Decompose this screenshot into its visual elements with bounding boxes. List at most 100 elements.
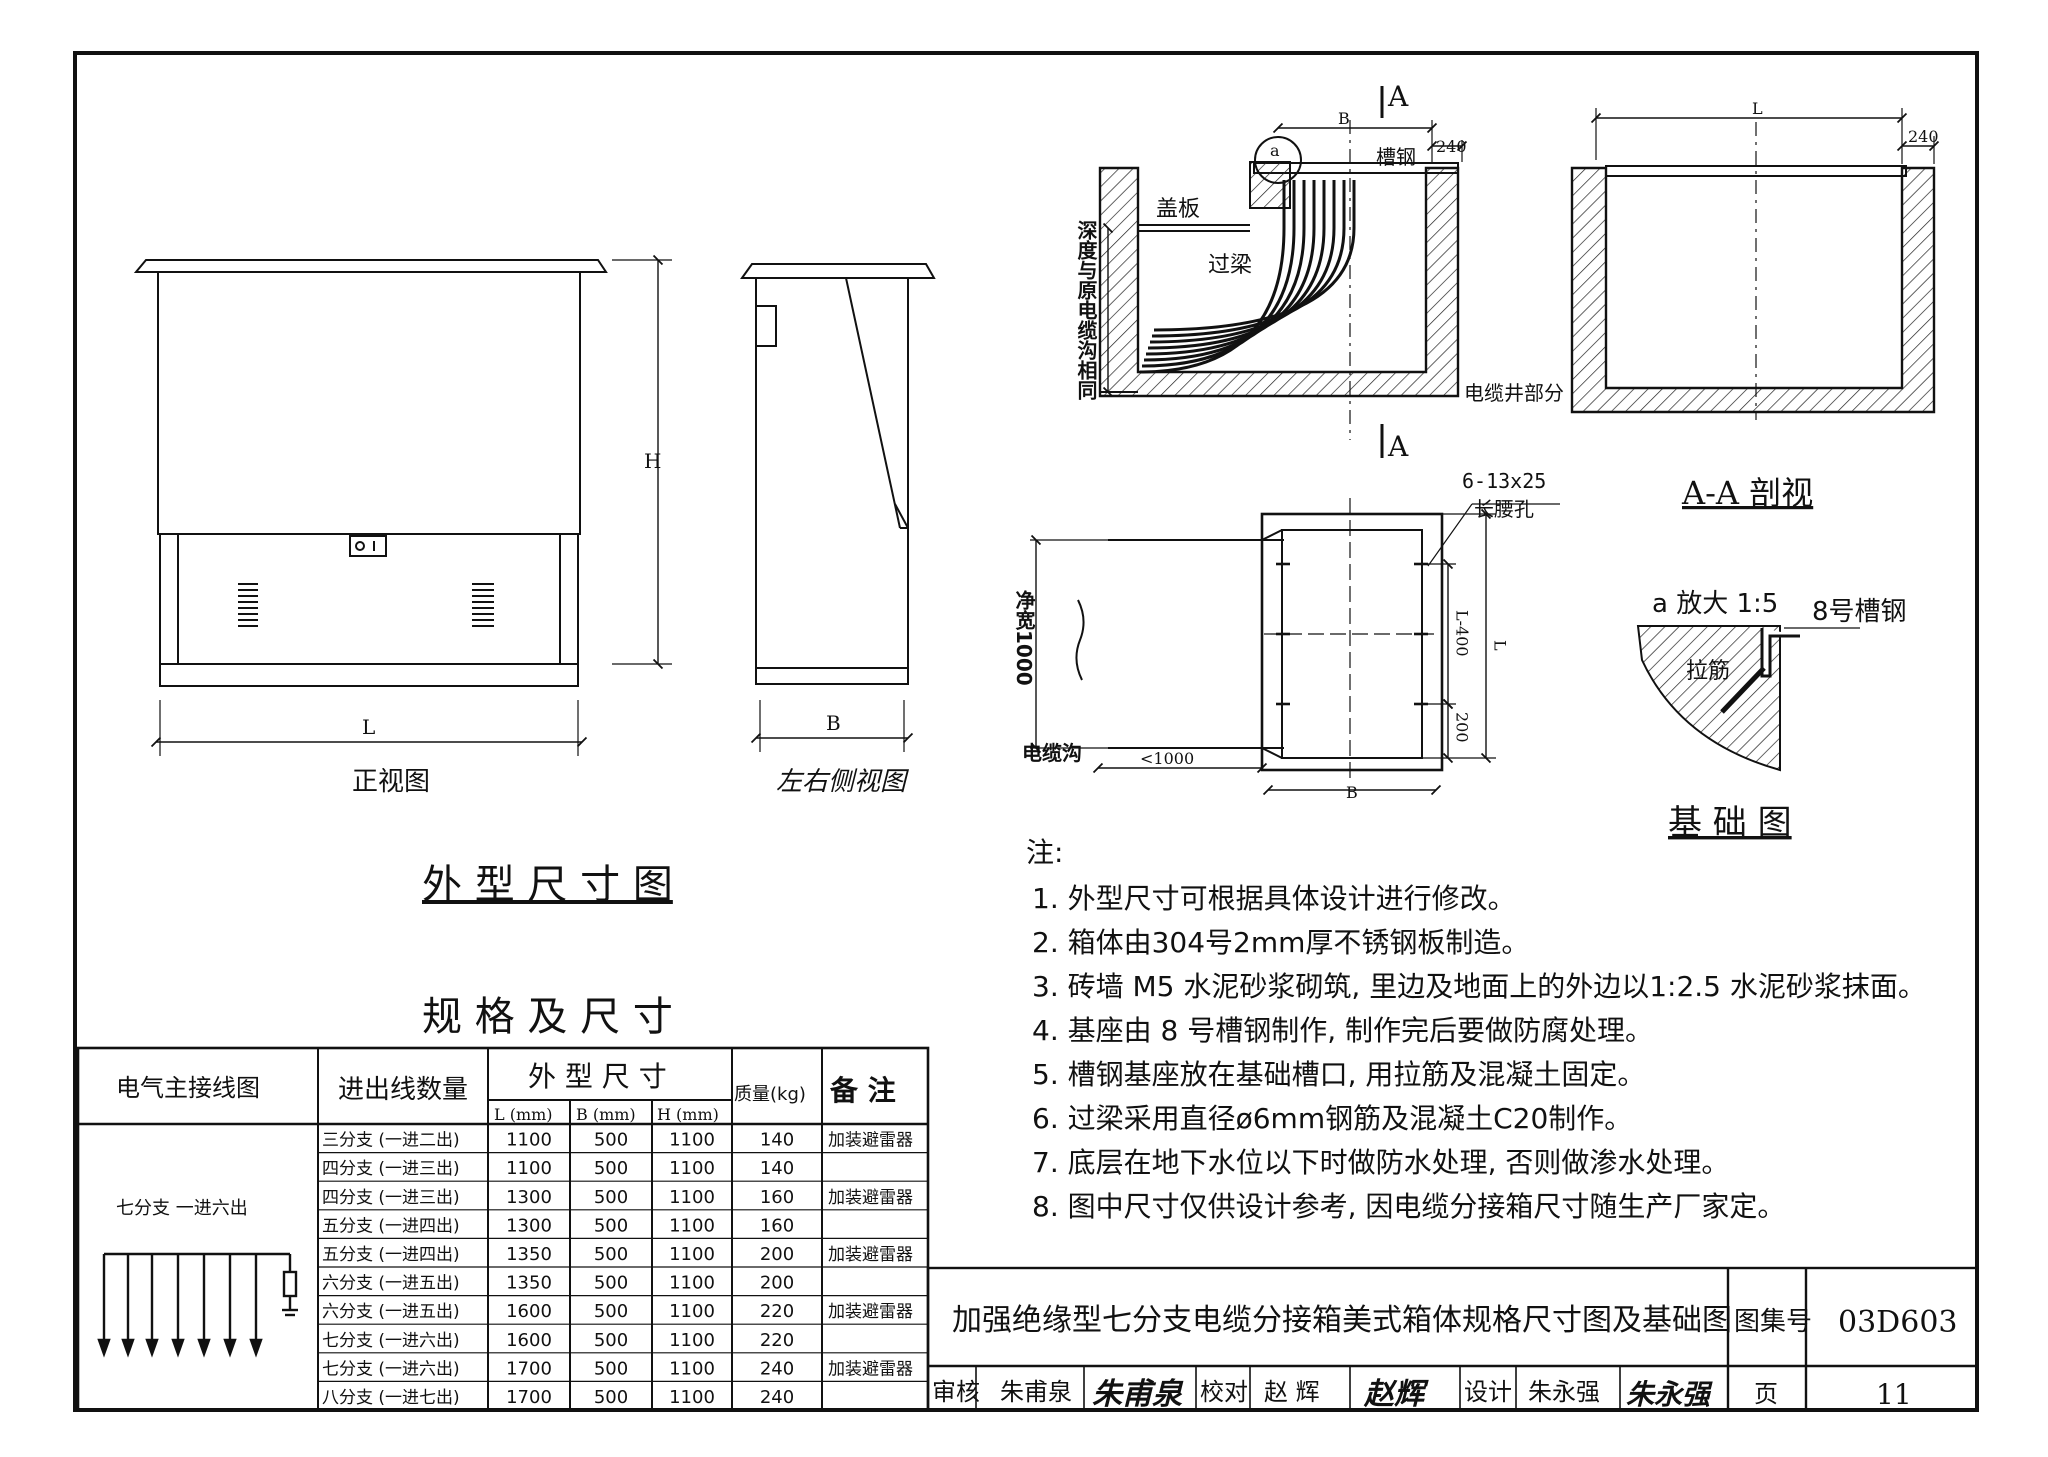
spec-cell-h: 1100 bbox=[669, 1358, 715, 1379]
section-view-beam-label: 过梁 bbox=[1208, 253, 1252, 278]
spec-table-title: 规 格 及 尺 寸 bbox=[422, 994, 673, 1040]
plan-view-holes-label: 6-13x25 bbox=[1462, 469, 1546, 493]
spec-cell-l: 1600 bbox=[506, 1330, 552, 1351]
spec-header-remark: 备 注 bbox=[829, 1074, 896, 1107]
detail-view-rebar-label: 拉筋 bbox=[1686, 659, 1730, 684]
title-block-atlas-label: 图集号 bbox=[1734, 1307, 1812, 1337]
section-view bbox=[1098, 86, 1468, 458]
spec-cell-l: 1600 bbox=[506, 1301, 552, 1322]
plan-view-b-label: B bbox=[1346, 783, 1358, 802]
spec-cell-h: 1100 bbox=[669, 1130, 715, 1151]
aa-view-240-label: 240 bbox=[1908, 127, 1939, 146]
spec-header-wiring: 电气主接线图 bbox=[116, 1074, 260, 1102]
title-block-review-name: 朱甫泉 bbox=[1000, 1378, 1072, 1406]
plan-view-well bbox=[1260, 512, 1444, 772]
section-view-240-label: 240 bbox=[1436, 137, 1467, 156]
front-view-caption: 正视图 bbox=[352, 767, 430, 797]
title-block-check-signature: 赵辉 bbox=[1363, 1377, 1429, 1412]
front-view-lock bbox=[349, 535, 387, 557]
note-item: 1. 外型尺寸可根据具体设计进行修改。 bbox=[1032, 882, 1516, 915]
spec-cell-remark: 加装避雷器 bbox=[828, 1188, 913, 1208]
spec-cell-count: 七分支 (一进六出) bbox=[322, 1359, 460, 1379]
title-block-review-signature: 朱甫泉 bbox=[1092, 1377, 1184, 1412]
spec-cell-l: 1100 bbox=[506, 1158, 552, 1179]
note-item: 8. 图中尺寸仅供设计参考, 因电缆分接箱尺寸随生产厂家定。 bbox=[1032, 1190, 1785, 1223]
title-block-title: 加强绝缘型七分支电缆分接箱美式箱体规格尺寸图及基础图 bbox=[952, 1303, 1732, 1338]
spec-cell-b: 500 bbox=[594, 1301, 628, 1322]
spec-cell-mass: 220 bbox=[760, 1330, 794, 1351]
section-view-cables bbox=[1139, 180, 1356, 374]
section-view-detail-circle bbox=[1254, 136, 1302, 184]
note-item: 6. 过梁采用直径ø6mm钢筋及混凝土C20制作。 bbox=[1032, 1102, 1632, 1135]
spec-cell-mass: 220 bbox=[760, 1301, 794, 1322]
plan-view bbox=[1030, 498, 1560, 796]
detail-view bbox=[1636, 625, 1860, 772]
front-view-vent-right bbox=[472, 583, 494, 627]
detail-view-caption: 基 础 图 bbox=[1668, 803, 1792, 843]
note-item: 4. 基座由 8 号槽钢制作, 制作完后要做防腐处理。 bbox=[1032, 1014, 1653, 1047]
plan-view-trench-label: 电缆沟 bbox=[1022, 741, 1082, 765]
spec-cell-count: 六分支 (一进五出) bbox=[322, 1274, 460, 1294]
title-block-design-signature: 朱永强 bbox=[1626, 1378, 1713, 1411]
plan-view-l-label: L bbox=[1491, 640, 1510, 651]
note-item: 2. 箱体由304号2mm厚不锈钢板制造。 bbox=[1032, 926, 1529, 959]
spec-cell-l: 1300 bbox=[506, 1215, 552, 1236]
outline-title: 外 型 尺 寸 图 bbox=[422, 862, 673, 908]
spec-cell-count: 四分支 (一进三出) bbox=[322, 1188, 460, 1208]
spec-cell-l: 1100 bbox=[506, 1130, 552, 1151]
spec-cell-b: 500 bbox=[594, 1358, 628, 1379]
spec-cell-b: 500 bbox=[594, 1187, 628, 1208]
spec-cell-mass: 140 bbox=[760, 1130, 794, 1151]
aa-view bbox=[1570, 108, 1940, 420]
spec-cell-h: 1100 bbox=[669, 1244, 715, 1265]
spec-cell-h: 1100 bbox=[669, 1273, 715, 1294]
spec-cell-count: 五分支 (一进四出) bbox=[322, 1245, 460, 1265]
spec-header-mass: 质量(kg) bbox=[734, 1084, 806, 1105]
spec-cell-mass: 240 bbox=[760, 1387, 794, 1408]
side-view-cover bbox=[740, 263, 936, 279]
spec-cell-mass: 200 bbox=[760, 1273, 794, 1294]
detail-view-channel bbox=[1760, 628, 1800, 678]
spec-header-dims: 外 型 尺 寸 bbox=[528, 1060, 667, 1093]
spec-cell-count: 八分支 (一进七出) bbox=[322, 1388, 460, 1408]
plan-view-frame bbox=[1281, 529, 1423, 759]
section-view-well-label: 电缆井部分 bbox=[1464, 381, 1564, 405]
section-view-wall bbox=[1098, 166, 1460, 398]
spec-header-b: B (mm) bbox=[576, 1105, 636, 1124]
title-block-design-name: 朱永强 bbox=[1528, 1378, 1600, 1406]
spec-cell-h: 1100 bbox=[669, 1158, 715, 1179]
note-item: 3. 砖墙 M5 水泥砂浆砌筑, 里边及地面上的外边以1:2.5 水泥砂浆抹面。 bbox=[1032, 970, 1926, 1003]
spec-header-h: H (mm) bbox=[657, 1105, 719, 1124]
spec-header-count: 进出线数量 bbox=[338, 1075, 468, 1105]
title-block-design-label: 设计 bbox=[1464, 1378, 1512, 1406]
detail-view-scale-label: a 放大 1:5 bbox=[1652, 589, 1778, 619]
spec-cell-b: 500 bbox=[594, 1273, 628, 1294]
spec-cell-l: 1300 bbox=[506, 1187, 552, 1208]
spec-cell-l: 1350 bbox=[506, 1273, 552, 1294]
section-view-a-label: a bbox=[1270, 141, 1280, 160]
spec-cell-b: 500 bbox=[594, 1244, 628, 1265]
spec-cell-h: 1100 bbox=[669, 1387, 715, 1408]
plan-view-holes-label-2: 长腰孔 bbox=[1474, 497, 1534, 521]
spec-cell-count: 五分支 (一进四出) bbox=[322, 1216, 460, 1236]
front-view-l-label: L bbox=[362, 715, 375, 739]
spec-cell-mass: 140 bbox=[760, 1158, 794, 1179]
spec-cell-l: 1700 bbox=[506, 1358, 552, 1379]
side-view bbox=[740, 263, 936, 752]
plan-view-1000-label: <1000 bbox=[1140, 749, 1194, 768]
aa-view-wall bbox=[1570, 166, 1936, 414]
spec-cell-b: 500 bbox=[594, 1158, 628, 1179]
spec-cell-b: 500 bbox=[594, 1387, 628, 1408]
section-view-cover-label: 盖板 bbox=[1156, 197, 1200, 222]
detail-view-channel-label: 8号槽钢 bbox=[1812, 597, 1907, 627]
spec-cell-mass: 240 bbox=[760, 1358, 794, 1379]
title-block-check-label: 校对 bbox=[1200, 1378, 1248, 1406]
side-view-caption: 左右侧视图 bbox=[776, 767, 910, 797]
title-block-review-label: 审核 bbox=[932, 1378, 980, 1406]
spec-cell-remark: 加装避雷器 bbox=[828, 1131, 913, 1151]
spec-cell-h: 1100 bbox=[669, 1187, 715, 1208]
wiring-diagram bbox=[97, 1252, 298, 1358]
note-item: 5. 槽钢基座放在基础槽口, 用拉筋及混凝土固定。 bbox=[1032, 1058, 1645, 1091]
plan-view-width-label: 净宽1000 bbox=[1012, 589, 1036, 686]
notes: 注: 1. 外型尺寸可根据具体设计进行修改。 2. 箱体由304号2mm厚不锈钢… bbox=[1026, 836, 1926, 1223]
